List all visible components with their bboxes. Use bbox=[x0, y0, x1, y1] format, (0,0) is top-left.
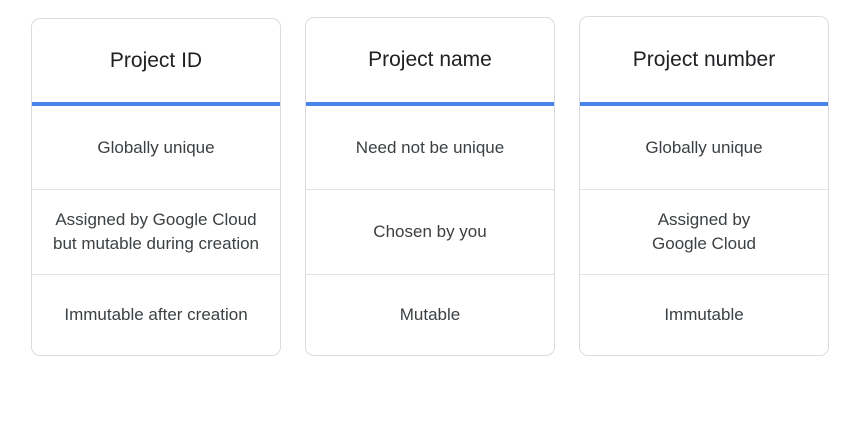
project-name-header: Project name bbox=[306, 18, 554, 106]
project-id-assignment: Assigned by Google Cloud but mutable dur… bbox=[32, 190, 280, 275]
project-number-header: Project number bbox=[580, 17, 828, 106]
project-number-card: Project number Globally unique Assigned … bbox=[579, 16, 829, 356]
project-id-mutability: Immutable after creation bbox=[64, 305, 248, 324]
project-name-uniqueness: Need not be unique bbox=[306, 106, 554, 190]
project-name-mutability: Mutable bbox=[399, 305, 461, 324]
project-number-uniqueness: Globally unique bbox=[580, 106, 828, 190]
project-id-header: Project ID bbox=[32, 19, 280, 106]
project-id-uniqueness: Globally unique bbox=[32, 106, 280, 190]
project-number-assignment: Assigned by Google Cloud bbox=[580, 190, 828, 275]
project-number-mutability: Immutable bbox=[664, 305, 744, 324]
project-id-card: Project ID Globally unique Assigned by G… bbox=[31, 18, 281, 356]
project-name-assignment: Chosen by you bbox=[306, 190, 554, 275]
project-name-card: Project name Need not be unique Chosen b… bbox=[305, 17, 555, 356]
